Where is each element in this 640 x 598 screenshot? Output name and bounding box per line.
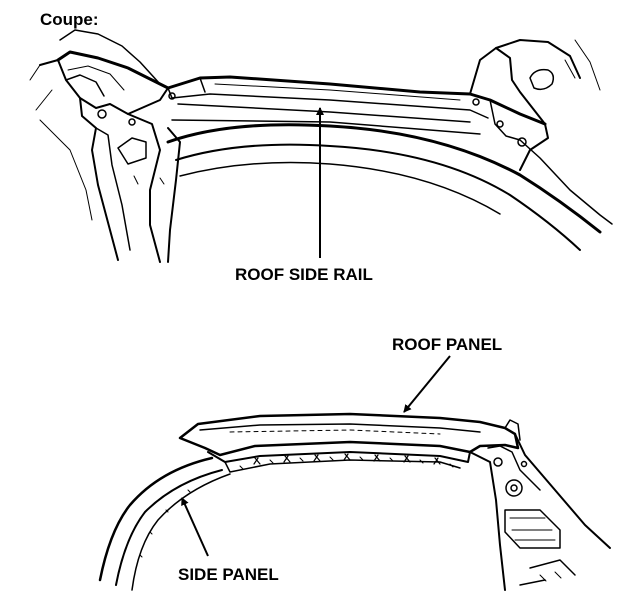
roof-side-rail-illustration — [29, 29, 613, 263]
roof-panel-leader — [403, 355, 451, 413]
side-panel-leader — [181, 497, 209, 557]
roof-panel-label: ROOF PANEL — [392, 335, 502, 354]
coupe-heading: Coupe: — [40, 10, 99, 29]
roof-panel-side-panel-illustration — [98, 412, 611, 591]
roof-side-rail-label: ROOF SIDE RAIL — [235, 265, 373, 284]
side-panel-label: SIDE PANEL — [178, 565, 279, 584]
